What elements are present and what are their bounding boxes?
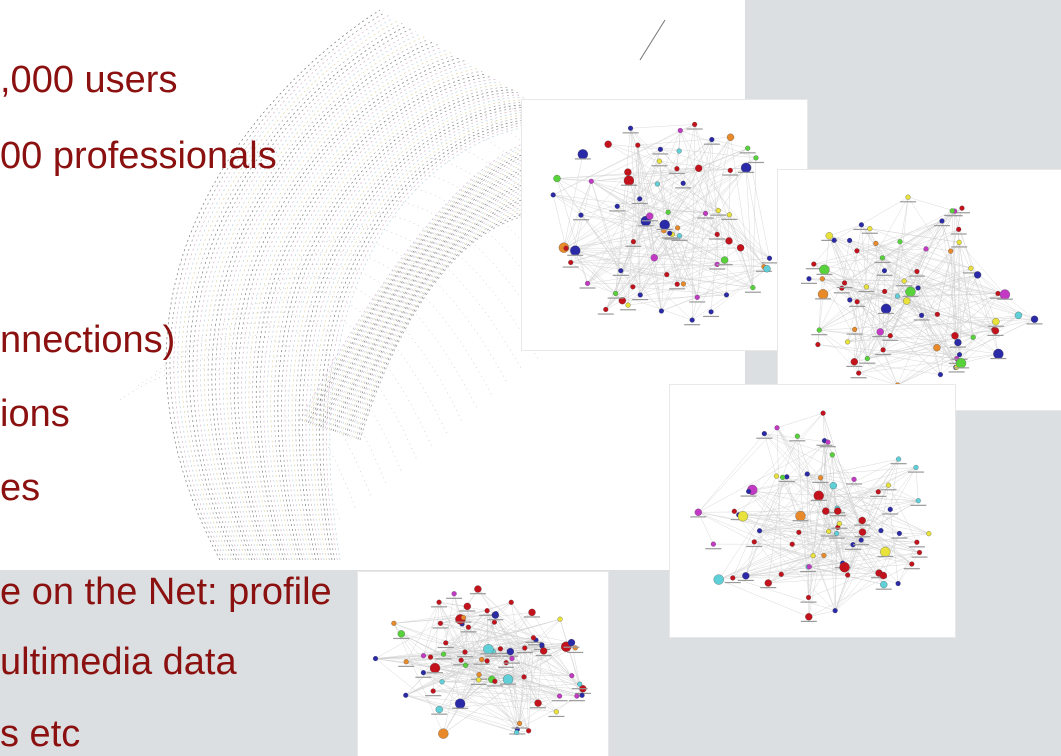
bullet-line-5: es bbox=[0, 467, 41, 509]
bullet-line-3: nnections) bbox=[0, 319, 176, 361]
wireframe-surface-illustration bbox=[119, 9, 701, 561]
network-graph-1 bbox=[522, 100, 807, 350]
bullet-line-8: s etc bbox=[0, 713, 81, 755]
bullet-line-4: ions bbox=[0, 393, 70, 435]
network-graph-4 bbox=[358, 572, 608, 756]
bullet-line-1: ,000 users bbox=[0, 59, 178, 101]
bullet-line-6: e on the Net: profile bbox=[0, 571, 332, 613]
network-graph-2 bbox=[778, 170, 1061, 410]
bullet-line-7: ultimedia data bbox=[0, 641, 237, 683]
network-graph-3 bbox=[670, 385, 955, 637]
bullet-line-2: 00 professionals bbox=[0, 135, 277, 177]
